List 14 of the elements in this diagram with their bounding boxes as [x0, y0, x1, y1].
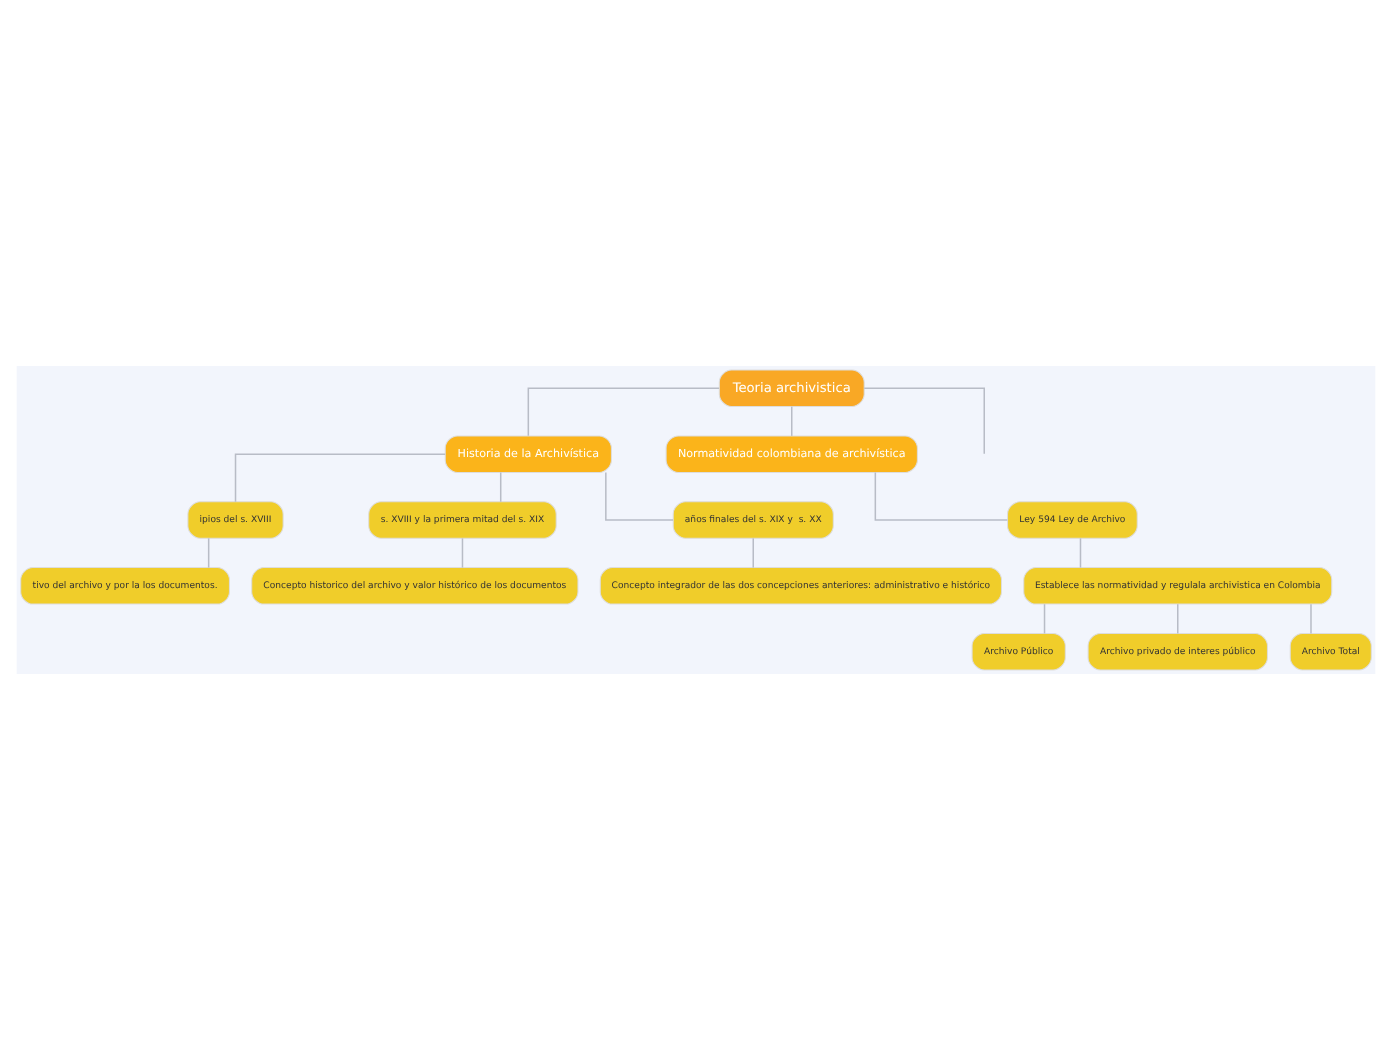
connector [499, 471, 502, 503]
connector [1310, 603, 1312, 635]
connector [791, 405, 793, 437]
connector [874, 471, 1009, 521]
connector [605, 471, 674, 521]
connector [234, 453, 446, 503]
connector [752, 537, 754, 569]
connector [863, 387, 985, 455]
connector [207, 537, 210, 569]
connector [1079, 537, 1082, 569]
connector [527, 387, 720, 437]
connector [1177, 603, 1179, 635]
connector [461, 537, 464, 569]
connector [1043, 603, 1046, 635]
